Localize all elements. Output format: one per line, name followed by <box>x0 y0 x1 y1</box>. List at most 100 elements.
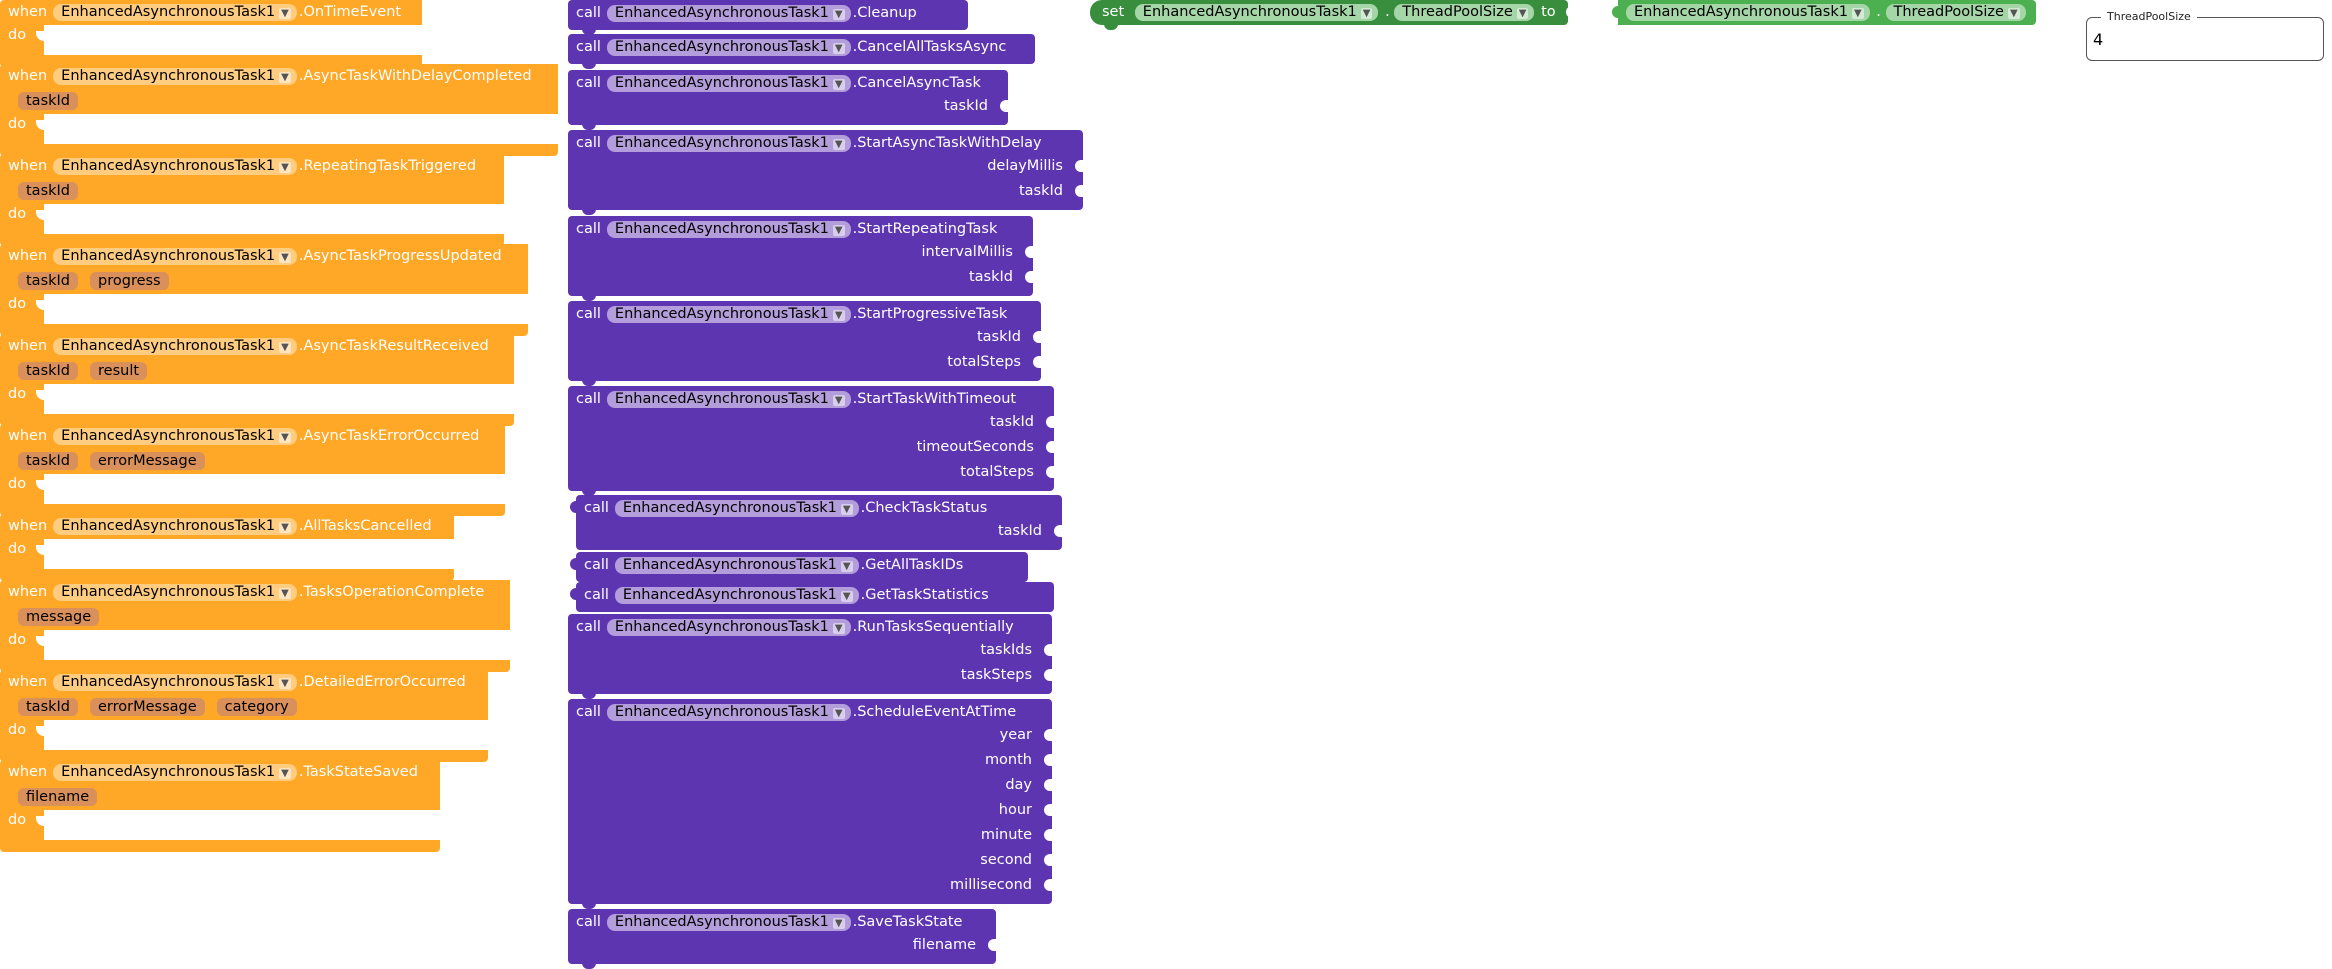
arg-socket[interactable] <box>1046 466 1054 478</box>
component-dropdown[interactable]: EnhancedAsynchronousTask1▼ <box>53 68 297 85</box>
event-param[interactable]: progress <box>90 272 169 290</box>
property-editor-box[interactable]: ThreadPoolSize 4 <box>2086 10 2324 61</box>
property-dropdown[interactable]: ThreadPoolSize▼ <box>1885 4 2026 21</box>
event-param[interactable]: taskId <box>18 272 79 290</box>
component-dropdown[interactable]: EnhancedAsynchronousTask1▼ <box>606 135 851 152</box>
arg-socket[interactable] <box>1044 754 1052 766</box>
component-dropdown[interactable]: EnhancedAsynchronousTask1▼ <box>53 338 297 355</box>
property-dropdown[interactable]: ThreadPoolSize▼ <box>1394 4 1535 21</box>
arg-socket[interactable] <box>1046 441 1054 453</box>
component-dropdown[interactable]: EnhancedAsynchronousTask1▼ <box>606 306 851 323</box>
arg-socket[interactable] <box>1025 271 1033 283</box>
component-dropdown[interactable]: EnhancedAsynchronousTask1▼ <box>1134 4 1379 21</box>
event-param[interactable]: taskId <box>18 698 79 716</box>
arg-socket[interactable] <box>1033 331 1041 343</box>
chevron-down-icon: ▼ <box>832 395 845 406</box>
property-value-input[interactable]: 4 <box>2093 30 2104 49</box>
event-param[interactable]: taskId <box>18 452 79 470</box>
arg-socket[interactable] <box>1044 854 1052 866</box>
arg-socket[interactable] <box>1075 160 1083 172</box>
arg-socket[interactable] <box>988 939 996 951</box>
when-keyword: when <box>8 68 48 84</box>
arg-socket[interactable] <box>1025 246 1033 258</box>
component-name: EnhancedAsynchronousTask1 <box>61 518 276 534</box>
arg-socket[interactable] <box>1075 185 1083 197</box>
call-keyword: call <box>576 704 601 720</box>
event-param[interactable]: taskId <box>18 92 79 110</box>
component-dropdown[interactable]: EnhancedAsynchronousTask1▼ <box>606 39 851 56</box>
get-property-block[interactable]: EnhancedAsynchronousTask1▼ . ThreadPoolS… <box>1612 0 2036 25</box>
component-name: EnhancedAsynchronousTask1 <box>614 39 829 55</box>
arg-socket[interactable] <box>1033 356 1041 368</box>
component-dropdown[interactable]: EnhancedAsynchronousTask1▼ <box>53 428 297 445</box>
arg-socket[interactable] <box>1044 669 1052 681</box>
component-dropdown[interactable]: EnhancedAsynchronousTask1▼ <box>614 500 859 517</box>
component-dropdown[interactable]: EnhancedAsynchronousTask1▼ <box>606 391 851 408</box>
call-keyword: call <box>584 587 609 603</box>
component-dropdown[interactable]: EnhancedAsynchronousTask1▼ <box>606 5 851 22</box>
component-dropdown[interactable]: EnhancedAsynchronousTask1▼ <box>614 587 859 604</box>
arg-socket[interactable] <box>1046 416 1054 428</box>
component-dropdown[interactable]: EnhancedAsynchronousTask1▼ <box>53 674 297 691</box>
component-dropdown[interactable]: EnhancedAsynchronousTask1▼ <box>53 248 297 265</box>
arg-socket[interactable] <box>1044 644 1052 656</box>
arg-socket[interactable] <box>1044 729 1052 741</box>
component-dropdown[interactable]: EnhancedAsynchronousTask1▼ <box>53 4 297 21</box>
component-dropdown[interactable]: EnhancedAsynchronousTask1▼ <box>606 619 851 636</box>
component-name: EnhancedAsynchronousTask1 <box>61 584 276 600</box>
set-property-block[interactable]: set EnhancedAsynchronousTask1▼ . ThreadP… <box>1090 0 1574 30</box>
arg-socket[interactable] <box>1000 100 1008 112</box>
component-dropdown[interactable]: EnhancedAsynchronousTask1▼ <box>606 914 851 931</box>
component-dropdown[interactable]: EnhancedAsynchronousTask1▼ <box>606 75 851 92</box>
chevron-down-icon: ▼ <box>1851 8 1864 19</box>
event-param[interactable]: message <box>18 608 100 626</box>
event-param[interactable]: errorMessage <box>90 452 205 470</box>
component-dropdown[interactable]: EnhancedAsynchronousTask1▼ <box>1626 4 1870 21</box>
arg-socket[interactable] <box>1044 829 1052 841</box>
method-name: .GetAllTaskIDs <box>860 557 964 573</box>
component-dropdown[interactable]: EnhancedAsynchronousTask1▼ <box>606 704 851 721</box>
arg-socket[interactable] <box>1044 779 1052 791</box>
component-dropdown[interactable]: EnhancedAsynchronousTask1▼ <box>53 584 297 601</box>
event-param[interactable]: category <box>216 698 297 716</box>
component-dropdown[interactable]: EnhancedAsynchronousTask1▼ <box>53 518 297 535</box>
statement-slot <box>36 480 58 490</box>
when-keyword: when <box>8 584 48 600</box>
event-param[interactable]: taskId <box>18 182 79 200</box>
arg-socket[interactable] <box>1044 804 1052 816</box>
component-dropdown[interactable]: EnhancedAsynchronousTask1▼ <box>53 764 297 781</box>
component-dropdown[interactable]: EnhancedAsynchronousTask1▼ <box>53 158 297 175</box>
event-param[interactable]: errorMessage <box>90 698 205 716</box>
event-param[interactable]: result <box>90 362 148 380</box>
event-param[interactable]: taskId <box>18 362 79 380</box>
arg-socket[interactable] <box>1054 525 1062 537</box>
event-param[interactable]: filename <box>18 788 98 806</box>
component-dropdown[interactable]: EnhancedAsynchronousTask1▼ <box>606 221 851 238</box>
component-dropdown[interactable]: EnhancedAsynchronousTask1▼ <box>614 557 859 574</box>
arg-socket[interactable] <box>1044 879 1052 891</box>
